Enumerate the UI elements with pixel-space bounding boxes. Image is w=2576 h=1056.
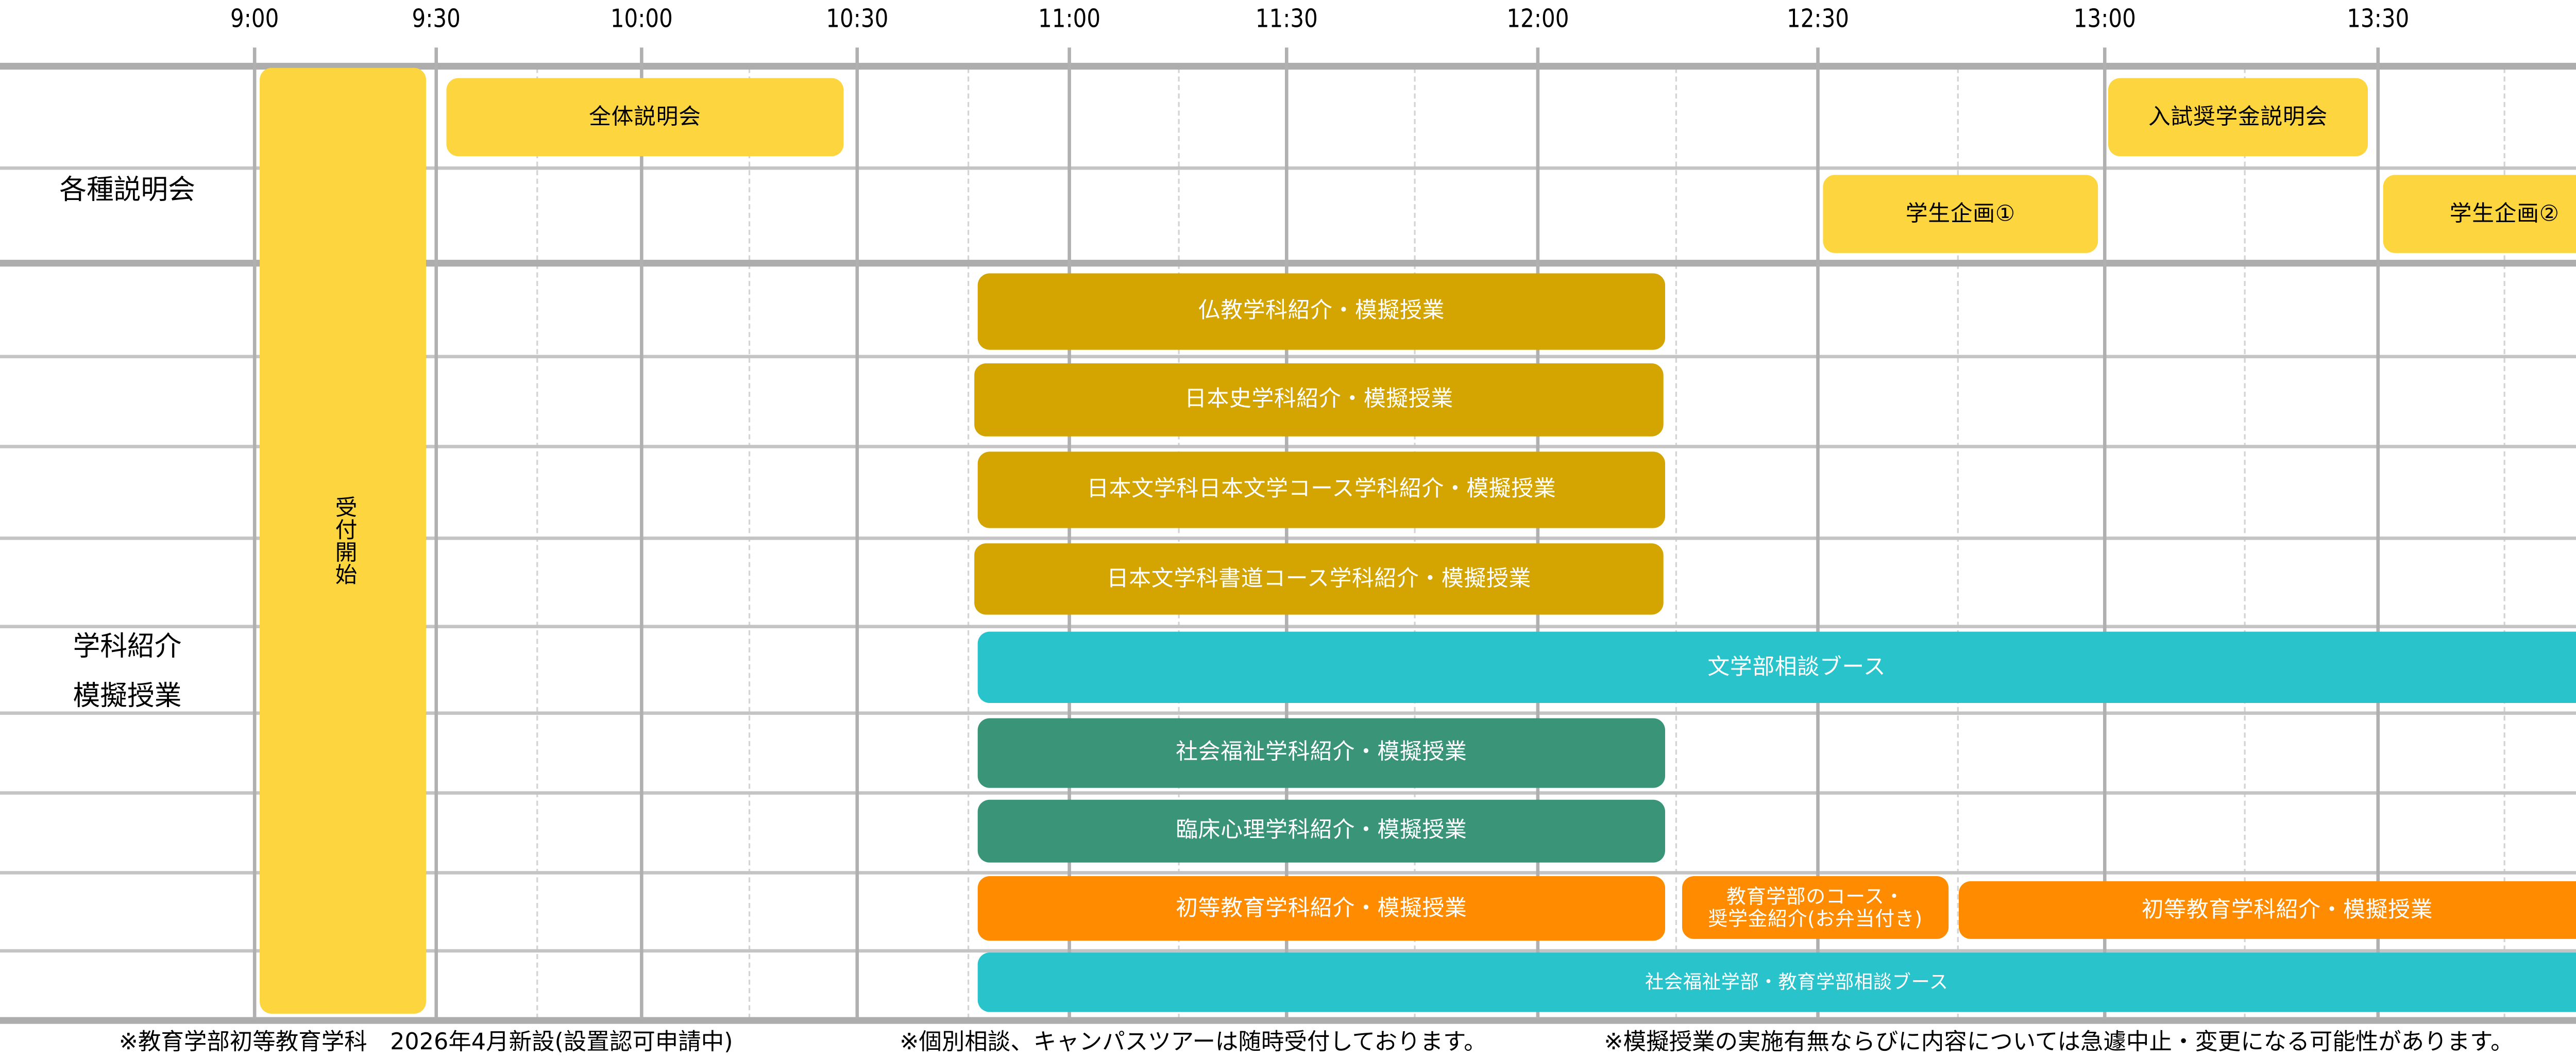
event-label: 学生企画② [2449,201,2560,227]
half-hour-gridline [2244,68,2246,1019]
event-label: 初等教育学科紹介・模擬授業 [2141,897,2433,923]
time-tick-label: 11:00 [1038,3,1101,34]
event-block[interactable]: 日本史学科紹介・模擬授業 [974,363,1664,437]
event-label-wrap: 日本文学科書道コース学科紹介・模擬授業 [1107,566,1531,592]
event-label: 日本史学科紹介・模擬授業 [1184,387,1453,413]
row-label-line: 学科紹介 [73,630,182,662]
event-label: 入試奨学金説明会 [2148,104,2328,130]
event-block[interactable]: 臨床心理学科紹介・模擬授業 [977,799,1666,863]
event-block[interactable]: 入試奨学金説明会 [2108,78,2368,157]
event-label: 臨床心理学科紹介・模擬授業 [1176,818,1467,844]
half-hour-gridline [1675,68,1677,1019]
footnote-new-department: ※教育学部初等教育学科 2026年4月新設(設置認可申請中) [118,1029,733,1056]
event-label: 社会福祉学部・教育学部相談ブース [1645,971,1948,994]
event-label: 初等教育学科紹介・模擬授業 [1176,895,1467,921]
time-tick-label: 12:30 [1786,3,1850,34]
event-label-wrap: 社会福祉学科紹介・模擬授業 [1176,740,1467,765]
event-label-wrap: 社会福祉学部・教育学部相談ブース [1645,969,1948,995]
half-hour-gridline [967,68,970,1019]
event-label-wrap: 初等教育学科紹介・模擬授業 [2142,897,2433,923]
half-hour-gridline [536,68,538,1019]
hour-gridline [252,47,257,1019]
event-label-wrap: 初等教育学科紹介・模擬授業 [1176,896,1467,921]
event-label-line2: 奨学金紹介(お弁当付き) [1708,906,1923,930]
event-label: 全体説明会 [589,104,701,130]
event-label-wrap: 学生企画① [1906,201,2015,226]
footnote-consultation: ※個別相談、キャンパスツアーは随時受付しております。 [900,1029,1487,1056]
event-label: 受付開始 [330,496,356,586]
footnote-changes: ※模擬授業の実施有無ならびに内容については急遽中止・変更になる可能性があります。 [1604,1029,2514,1056]
event-block[interactable]: 日本文学科書道コース学科紹介・模擬授業 [974,543,1664,615]
event-block[interactable]: 学生企画① [1823,175,2098,253]
time-tick-label: 13:00 [2073,3,2136,34]
event-block[interactable]: 仏教学科紹介・模擬授業 [977,273,1666,350]
half-hour-gridline [2503,68,2505,1019]
time-tick-label: 13:30 [2347,3,2410,34]
section-divider [0,1017,2576,1024]
event-label-wrap: 文学部相談ブース [1707,655,1886,680]
event-block[interactable]: 受付開始 [260,68,426,1014]
row-label-line: 模擬授業 [73,679,182,712]
event-block[interactable]: 初等教育学科紹介・模擬授業 [977,876,1666,941]
time-tick-label: 9:30 [412,3,461,34]
hour-gridline [2376,47,2380,1019]
event-label: 仏教学科紹介・模擬授業 [1198,298,1445,325]
event-block[interactable]: 全体説明会 [446,78,844,157]
hour-gridline [1536,47,1540,1019]
event-label: 社会福祉学科紹介・模擬授業 [1176,740,1467,766]
time-tick-label: 9:00 [230,3,279,34]
event-block[interactable]: 日本文学科日本文学コース学科紹介・模擬授業 [977,451,1666,528]
hour-gridline [434,47,438,1019]
event-block[interactable]: 学生企画② [2383,175,2576,253]
event-label-wrap: 学生企画② [2450,201,2560,226]
event-block[interactable]: 文学部相談ブース [977,631,2576,703]
hour-gridline [855,47,859,1019]
hour-gridline [640,47,643,1019]
time-tick-label: 10:30 [826,3,889,34]
time-tick-label: 11:30 [1255,3,1318,34]
event-label-wrap: 教育学部のコース・奨学金紹介(お弁当付き) [1708,883,1923,930]
event-label: 日本文学科日本文学コース学科紹介・模擬授業 [1087,477,1556,503]
event-label-wrap: 日本文学科日本文学コース学科紹介・模擬授業 [1087,477,1556,502]
hour-gridline [1285,47,1289,1019]
row-label-dept-intro: 学科紹介 模擬授業 [0,622,255,720]
event-label: 教育学部のコース・ [1726,883,1905,908]
half-hour-gridline [748,68,751,1019]
half-hour-gridline [1957,68,1959,1019]
row-label-info-sessions: 各種説明会 [59,173,195,206]
event-block[interactable]: 社会福祉学部・教育学部相談ブース [977,952,2576,1012]
event-label-wrap: 入試奨学金説明会 [2148,105,2328,130]
event-block[interactable]: 社会福祉学科紹介・模擬授業 [977,718,1666,788]
hour-gridline [2103,47,2107,1019]
time-tick-label: 10:00 [610,3,673,34]
time-tick-label: 12:00 [1506,3,1569,34]
event-label-wrap: 全体説明会 [589,105,701,130]
event-block[interactable]: 初等教育学科紹介・模擬授業 [1958,881,2576,939]
hour-gridline [1816,47,1820,1019]
event-label-wrap: 仏教学科紹介・模擬授業 [1198,299,1445,324]
event-label-wrap: 日本史学科紹介・模擬授業 [1184,387,1453,412]
event-label-wrap: 臨床心理学科紹介・模擬授業 [1176,818,1467,844]
event-label: 学生企画① [1905,201,2015,227]
event-label: 文学部相談ブース [1707,655,1886,680]
hour-gridline [1067,47,1071,1019]
event-label: 日本文学科書道コース学科紹介・模擬授業 [1106,566,1531,592]
event-block[interactable]: 教育学部のコース・奨学金紹介(お弁当付き) [1682,876,1949,939]
